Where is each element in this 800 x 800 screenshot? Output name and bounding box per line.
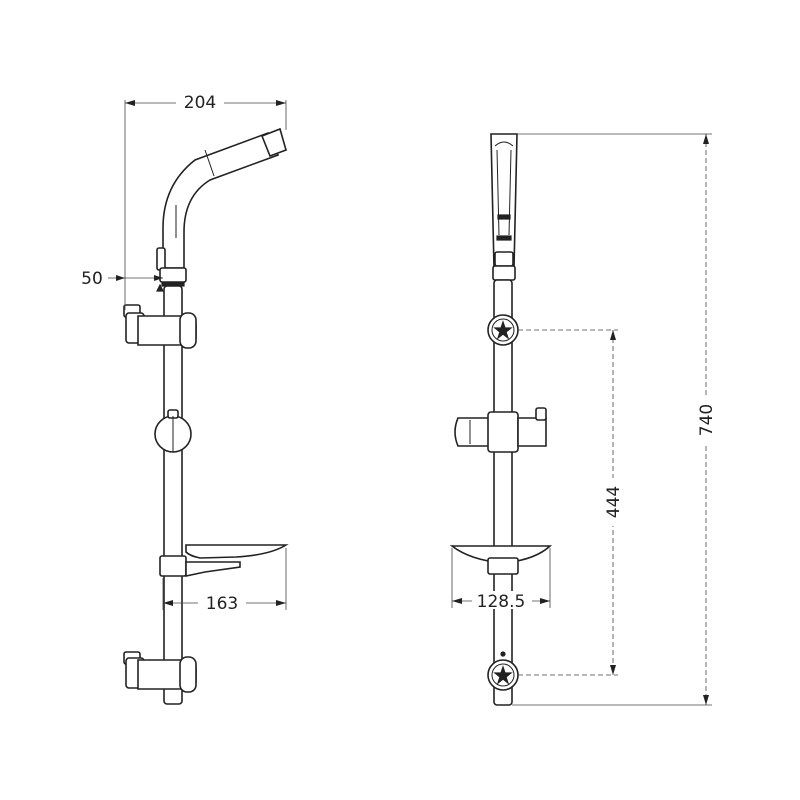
side-view-shower-arm bbox=[162, 131, 280, 269]
side-view-arm-nub bbox=[156, 247, 166, 271]
dimension-163: 163 bbox=[162, 548, 287, 614]
front-view-soap-dish bbox=[449, 545, 553, 575]
side-view-head-face bbox=[260, 127, 287, 158]
front-view-upper-bracket bbox=[487, 314, 519, 346]
dimension-50: 50 bbox=[81, 269, 163, 289]
dimension-444-label: 444 bbox=[604, 486, 624, 518]
dimension-128-5-label: 128.5 bbox=[477, 592, 526, 612]
dimension-740-label: 740 bbox=[697, 404, 717, 436]
dimension-740: 740 bbox=[512, 133, 717, 706]
front-view-shower-head bbox=[490, 133, 518, 269]
side-view-rail bbox=[163, 285, 183, 705]
dimension-204-label: 204 bbox=[184, 93, 216, 113]
front-view-slider bbox=[454, 407, 547, 453]
dimension-163-label: 163 bbox=[206, 594, 238, 614]
front-view-lower-bracket bbox=[487, 651, 519, 691]
side-view-upper-bracket bbox=[123, 304, 197, 349]
dimension-204: 204 bbox=[124, 92, 287, 310]
side-view-connector-ring bbox=[159, 267, 187, 283]
dimension-444: 444 bbox=[518, 329, 624, 676]
side-view-lower-bracket bbox=[123, 651, 197, 693]
dimension-128-5: 128.5 bbox=[451, 548, 551, 612]
side-view: 204 50 163 bbox=[81, 92, 289, 705]
side-view-soap-dish bbox=[159, 544, 289, 577]
front-view: 128.5 444 740 bbox=[449, 133, 717, 706]
dimension-50-label: 50 bbox=[81, 269, 103, 289]
